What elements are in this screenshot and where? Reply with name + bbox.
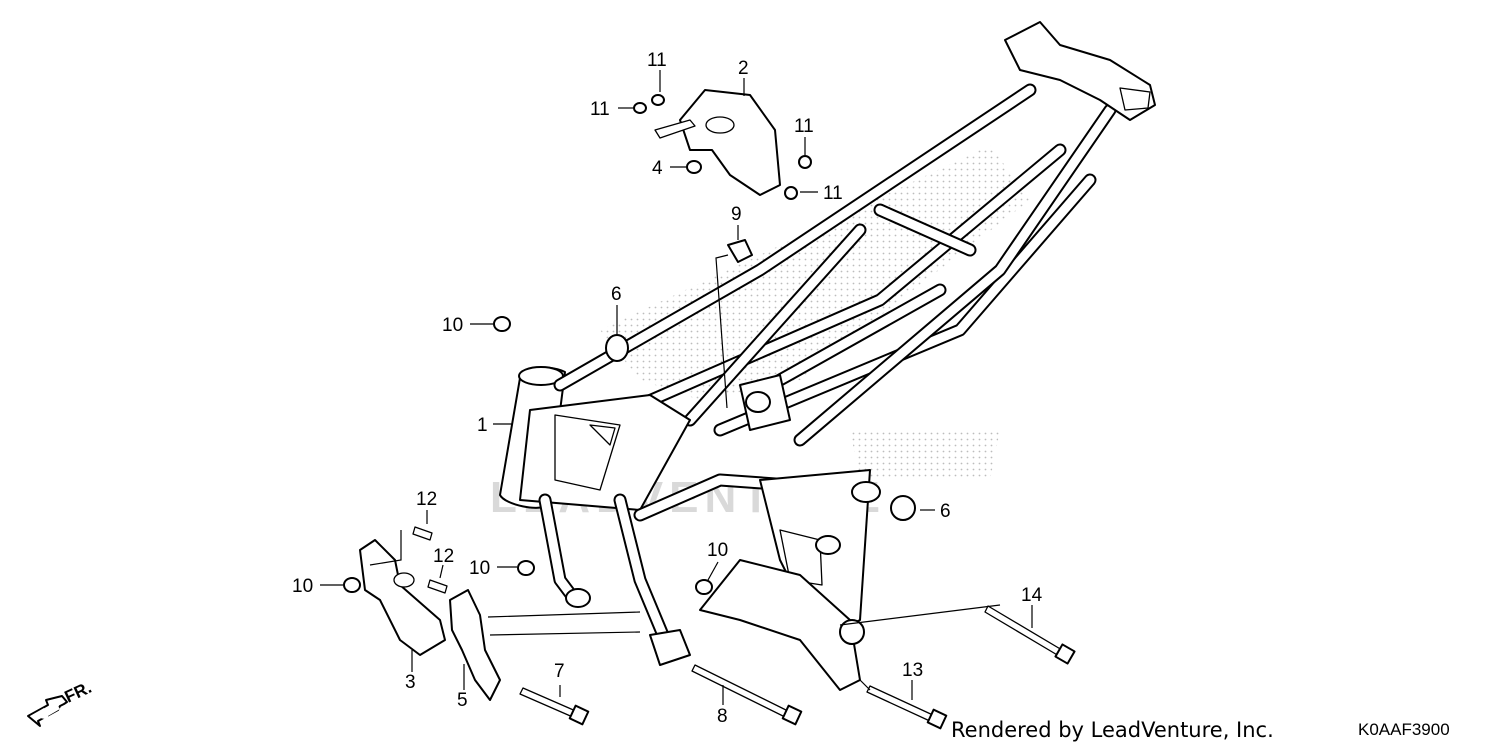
- nut-part-10-c[interactable]: [343, 577, 361, 593]
- grommet-part-6-upper[interactable]: [605, 334, 629, 362]
- bolt-part-13[interactable]: [866, 685, 948, 730]
- screw-part-11-c[interactable]: [798, 155, 812, 169]
- callout-7: 7: [554, 661, 565, 682]
- screw-part-11-a[interactable]: [651, 94, 665, 106]
- callout-12-a: 12: [416, 489, 437, 510]
- bracket-part-3[interactable]: [359, 539, 446, 656]
- frame-shading-lower: [850, 430, 1000, 480]
- callout-11-c: 11: [794, 116, 814, 137]
- callout-14: 14: [1021, 585, 1043, 606]
- bracket-part-2[interactable]: [654, 89, 781, 196]
- bolt-part-14[interactable]: [984, 605, 1076, 665]
- callout-3: 3: [405, 672, 416, 693]
- frame-body[interactable]: [499, 21, 1156, 691]
- diagram-code: K0AAF3900: [1358, 720, 1450, 739]
- callout-12-b: 12: [433, 546, 454, 567]
- callout-6-lower: 6: [940, 501, 951, 522]
- callout-5: 5: [457, 690, 468, 711]
- clip-part-9[interactable]: [727, 239, 753, 263]
- render-credit: Rendered by LeadVenture, Inc.: [951, 718, 1274, 742]
- callout-10-d: 10: [707, 540, 728, 561]
- grommet-part-6-lower[interactable]: [890, 495, 916, 521]
- leader-lines: [320, 70, 1033, 705]
- screw-part-11-d[interactable]: [784, 186, 798, 200]
- callout-13: 13: [902, 660, 923, 681]
- callouts: 1 2 3 4 5 6 6 7 8 9 10 10 10 10 11 11 11…: [292, 50, 1043, 727]
- screw-part-11-b[interactable]: [633, 102, 647, 114]
- callout-4: 4: [652, 158, 663, 179]
- callout-10-a: 10: [442, 315, 463, 336]
- callout-1: 1: [477, 415, 488, 436]
- callout-10-b: 10: [469, 558, 490, 579]
- callout-2: 2: [738, 58, 749, 79]
- bracket-part-5[interactable]: [449, 589, 501, 701]
- bolt-part-12-a[interactable]: [412, 526, 433, 541]
- bolt-part-7[interactable]: [519, 687, 590, 726]
- nut-part-10-a[interactable]: [493, 316, 511, 332]
- callout-6-upper: 6: [611, 284, 622, 305]
- nut-part-10-d[interactable]: [695, 579, 713, 595]
- bolt-part-12-b[interactable]: [427, 579, 448, 594]
- callout-11-a: 11: [647, 50, 667, 71]
- callout-8: 8: [717, 706, 728, 727]
- callout-9: 9: [731, 204, 742, 225]
- nut-part-10-b[interactable]: [517, 560, 535, 576]
- nut-part-4[interactable]: [686, 160, 702, 174]
- bolt-part-8[interactable]: [691, 664, 803, 726]
- front-direction-arrow: FR.: [27, 678, 95, 727]
- callout-11-d: 11: [823, 183, 843, 204]
- callout-11-b: 11: [590, 99, 610, 120]
- callout-10-c: 10: [292, 576, 313, 597]
